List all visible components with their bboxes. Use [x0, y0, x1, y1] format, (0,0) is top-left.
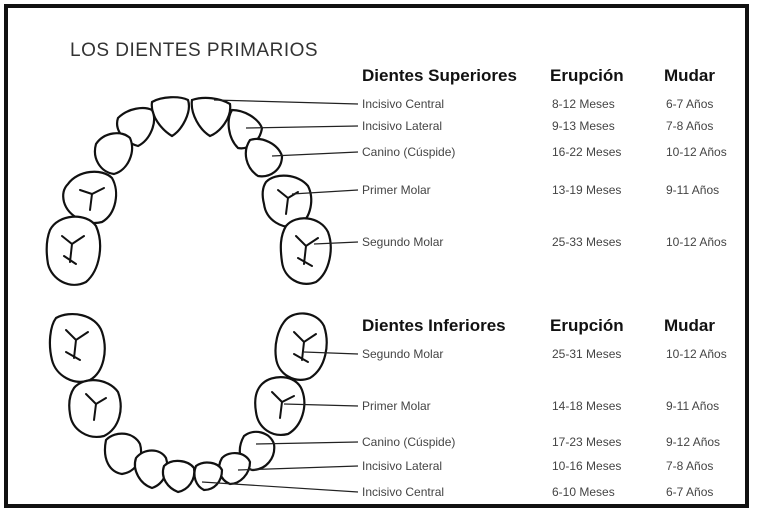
- upper-second-molar-right-crease: [295, 235, 319, 267]
- leader-upper-lateral: [245, 125, 359, 129]
- lower-lateral-incisor-right: [218, 452, 252, 486]
- lower-first-molar-right-crease: [271, 391, 295, 419]
- leader-lower-second-molar: [303, 351, 359, 355]
- lower-row-3-eruption: 10-16 Meses: [552, 459, 622, 473]
- lower-second-molar-left: [48, 313, 106, 383]
- lower-second-molar-right-crease: [293, 331, 317, 363]
- upper-row-0-name: Incisivo Central: [362, 97, 445, 111]
- upper-canine-left: [93, 132, 134, 176]
- lower-row-0-eruption: 25-31 Meses: [552, 347, 622, 361]
- upper-row-3-shed: 9-11 Años: [666, 183, 720, 197]
- upper-canine-right: [244, 137, 284, 178]
- lower-row-3-shed: 7-8 Años: [666, 459, 714, 473]
- upper-row-1-eruption: 9-13 Meses: [552, 119, 615, 133]
- upper-first-molar-left-crease: [79, 187, 105, 211]
- upper-row-3-eruption: 13-19 Meses: [552, 183, 622, 197]
- leader-lower-central: [201, 481, 359, 493]
- leader-lower-lateral: [237, 465, 359, 471]
- lower-central-incisor-left: [161, 459, 196, 494]
- upper-row-1-name: Incisivo Lateral: [362, 119, 443, 133]
- upper-header-eruption: Erupción: [550, 66, 624, 85]
- upper-row-2-shed: 10-12 Años: [666, 145, 727, 159]
- leader-upper-canine: [271, 151, 359, 157]
- upper-row-2-name: Canino (Cúspide): [362, 145, 456, 159]
- lower-row-2-shed: 9-12 Años: [666, 435, 721, 449]
- leader-upper-first-molar: [291, 189, 359, 195]
- lower-leader-lines: [201, 351, 359, 493]
- upper-row-0-shed: 6-7 Años: [666, 97, 714, 111]
- lower-row-1-eruption: 14-18 Meses: [552, 399, 622, 413]
- lower-row-1-shed: 9-11 Años: [666, 399, 720, 413]
- lower-row-4-shed: 6-7 Años: [666, 485, 714, 499]
- lower-row-4-name: Incisivo Central: [362, 485, 445, 499]
- upper-row-0-eruption: 8-12 Meses: [552, 97, 615, 111]
- lower-row-1-name: Primer Molar: [362, 399, 431, 413]
- lower-first-molar-right: [254, 376, 306, 436]
- lower-row-0-shed: 10-12 Años: [666, 347, 727, 361]
- upper-row-4-shed: 10-12 Años: [666, 235, 727, 249]
- leader-lower-first-molar: [283, 403, 359, 407]
- lower-row-0-name: Segundo Molar: [362, 347, 444, 361]
- upper-row-2-eruption: 16-22 Meses: [552, 145, 622, 159]
- lower-header-teeth: Dientes Inferiores: [362, 316, 506, 335]
- upper-central-incisor-left: [150, 96, 190, 138]
- upper-row-4-eruption: 25-33 Meses: [552, 235, 622, 249]
- upper-row-1-shed: 7-8 Años: [666, 119, 714, 133]
- lower-row-3-name: Incisivo Lateral: [362, 459, 443, 473]
- lower-header-eruption: Erupción: [550, 316, 624, 335]
- upper-header-teeth: Dientes Superiores: [362, 66, 517, 85]
- upper-first-molar-left: [62, 170, 118, 224]
- upper-central-incisor-right: [190, 96, 232, 138]
- lower-central-incisor-right: [193, 461, 224, 492]
- lower-row-2-eruption: 17-23 Meses: [552, 435, 622, 449]
- upper-leader-lines: [213, 99, 359, 245]
- lower-second-molar-right: [274, 312, 328, 381]
- page-title: LOS DIENTES PRIMARIOS: [70, 40, 319, 61]
- leader-upper-central: [213, 99, 359, 105]
- upper-row-4-name: Segundo Molar: [362, 235, 444, 249]
- lower-row-2-name: Canino (Cúspide): [362, 435, 456, 449]
- leader-upper-second-molar: [313, 241, 359, 245]
- lower-first-molar-left-crease: [85, 393, 107, 421]
- upper-row-3-name: Primer Molar: [362, 183, 431, 197]
- lower-header-shed: Mudar: [664, 316, 715, 335]
- upper-arch: [45, 96, 332, 286]
- lower-row-4-eruption: 6-10 Meses: [552, 485, 615, 499]
- upper-second-molar-left: [45, 215, 102, 286]
- lower-second-molar-left-crease: [65, 329, 89, 361]
- lower-arch: [48, 312, 328, 494]
- upper-second-molar-left-crease: [61, 235, 85, 265]
- upper-header-shed: Mudar: [664, 66, 715, 85]
- leader-lower-canine: [255, 441, 359, 445]
- diagram-frame: [4, 4, 749, 508]
